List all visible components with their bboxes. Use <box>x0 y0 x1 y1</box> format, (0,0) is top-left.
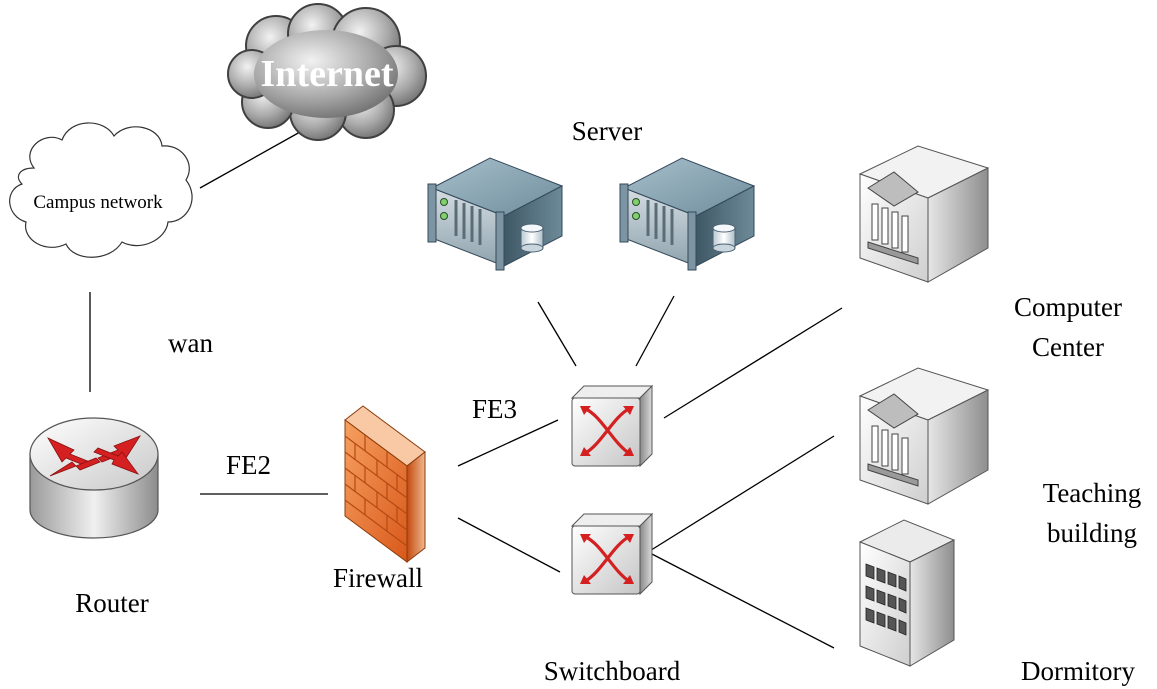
building-icon <box>859 367 989 505</box>
server-label: Server <box>572 116 642 146</box>
computer-center-node: Computer Center <box>859 145 1122 362</box>
link-server1-switch <box>537 301 577 367</box>
link-campus-internet <box>199 131 301 189</box>
network-links <box>89 131 843 649</box>
fe3-label: FE3 <box>472 394 517 424</box>
computer-center-label-line1: Computer <box>1014 292 1122 322</box>
teaching-building-label-line1: Teaching <box>1043 478 1142 508</box>
server-icon <box>426 156 564 272</box>
switch-icon <box>570 384 654 468</box>
teaching-building-node: Teaching building <box>859 367 1142 548</box>
internet-label: Internet <box>261 53 394 95</box>
dormitory-icon <box>858 519 956 667</box>
wan-label: wan <box>168 328 213 358</box>
cloud-outline-icon <box>9 122 193 258</box>
computer-center-label-line2: Center <box>1032 332 1104 362</box>
teaching-building-label-line2: building <box>1047 518 1137 548</box>
internet-node: Internet <box>227 3 427 141</box>
link-switch-computer-center <box>663 307 843 419</box>
link-firewall-switch-top <box>457 419 559 467</box>
campus-network-node: Campus network <box>9 122 193 258</box>
server-icon <box>618 156 756 272</box>
link-switch-teaching-building <box>647 435 835 553</box>
firewall-node: Firewall <box>333 405 426 593</box>
switchboard-label: Switchboard <box>544 656 681 686</box>
firewall-icon <box>344 405 426 564</box>
firewall-label: Firewall <box>333 563 423 593</box>
server-group: Server <box>426 116 756 272</box>
switch-group: Switchboard <box>544 384 681 686</box>
link-switch-dormitory <box>647 551 835 649</box>
fe2-label: FE2 <box>226 450 271 480</box>
router-node: Router <box>29 417 159 618</box>
router-label: Router <box>75 588 149 618</box>
switch-icon <box>570 512 654 596</box>
campus-network-label: Campus network <box>33 192 163 213</box>
building-icon <box>859 145 989 283</box>
dormitory-node: Dormitory <box>858 519 1135 686</box>
link-server2-switch <box>635 295 675 367</box>
router-icon <box>29 417 159 539</box>
link-firewall-switch-bottom <box>457 517 561 573</box>
cloud-icon <box>227 3 427 141</box>
dormitory-label: Dormitory <box>1021 656 1135 686</box>
